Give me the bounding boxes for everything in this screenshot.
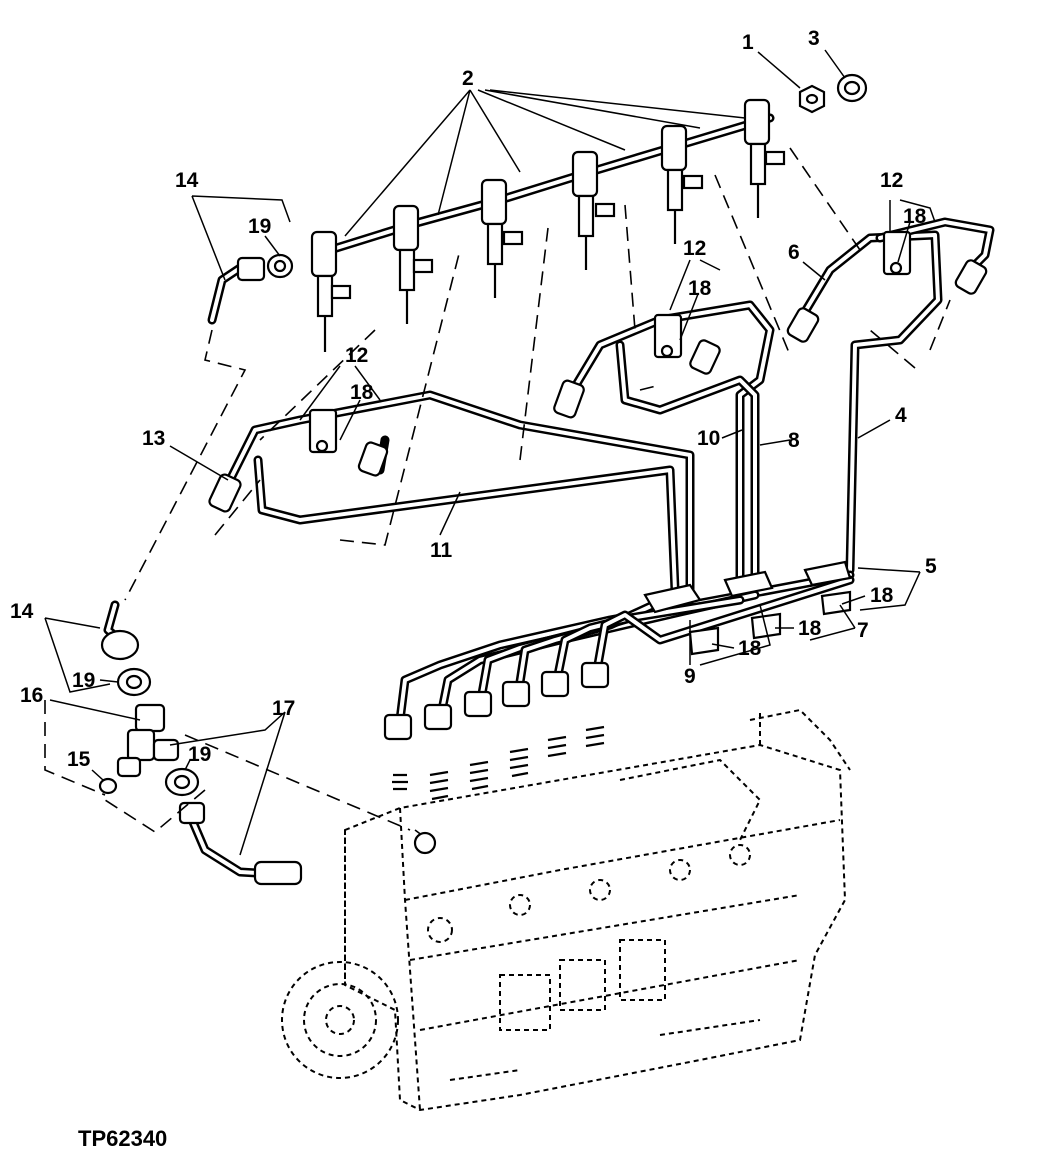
- callout-13: 13: [142, 427, 166, 450]
- callout-19-lower: 19: [72, 669, 96, 692]
- callout-18-r3: 18: [738, 637, 762, 660]
- callout-18-right: 18: [903, 205, 927, 228]
- callout-11: 11: [430, 539, 453, 562]
- callout-1: 1: [742, 31, 754, 54]
- injection-line-6-4: [786, 217, 995, 575]
- injection-line-13: [208, 441, 680, 595]
- return-fitting-upper: [207, 253, 294, 325]
- callout-10: 10: [697, 427, 721, 450]
- callout-18-r1: 18: [870, 584, 894, 607]
- figure-id-label: TP62340: [78, 1126, 168, 1151]
- callout-19-valve: 19: [188, 743, 212, 766]
- line-brackets: [308, 230, 912, 454]
- callout-14-upper: 14: [175, 169, 199, 192]
- callout-15: 15: [67, 748, 91, 771]
- overflow-valve: [98, 703, 200, 797]
- leader-lines: [44, 49, 936, 856]
- callout-12-right: 12: [880, 169, 904, 192]
- callout-12-mid: 12: [683, 237, 707, 260]
- callout-4: 4: [895, 404, 907, 427]
- return-fitting-lower: [100, 600, 152, 697]
- pump-delivery-valves: [392, 725, 605, 801]
- callout-14-lower: 14: [10, 600, 34, 623]
- callout-18-r2: 18: [798, 617, 822, 640]
- injection-line-10: [553, 300, 775, 595]
- rail-end-nut: [798, 84, 826, 114]
- injection-line-8: [615, 339, 760, 595]
- callout-18-left: 18: [350, 381, 374, 404]
- callout-19-upper: 19: [248, 215, 272, 238]
- engine-block-outline: [281, 708, 851, 1112]
- callout-7: 7: [857, 619, 869, 642]
- return-pipe-17: [178, 801, 303, 886]
- callout-16: 16: [20, 684, 44, 707]
- callout-6: 6: [788, 241, 800, 264]
- callout-3: 3: [808, 27, 820, 50]
- callout-17: 17: [272, 697, 296, 720]
- injectors: [310, 98, 786, 352]
- callout-8: 8: [788, 429, 800, 452]
- rail-end-cap: [836, 73, 868, 103]
- callout-12-left: 12: [345, 344, 369, 367]
- callout-9: 9: [684, 665, 696, 688]
- callout-5: 5: [925, 555, 937, 578]
- assembly-dashed-lines: [44, 147, 951, 855]
- callout-18-mid: 18: [688, 277, 712, 300]
- lower-line-bundle: [383, 570, 855, 741]
- callout-2: 2: [462, 67, 474, 90]
